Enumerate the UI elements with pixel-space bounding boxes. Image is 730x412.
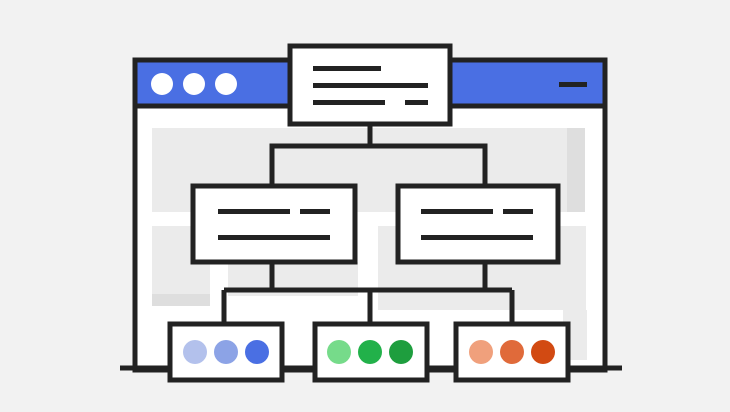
- mid-node-left: [190, 183, 358, 265]
- titlebar-dot-2: [183, 73, 205, 95]
- placeholder-scrollbar: [567, 128, 585, 212]
- text-line: [300, 209, 330, 214]
- text-line: [218, 235, 330, 240]
- text-line: [421, 209, 493, 214]
- status-dot: [358, 340, 382, 364]
- status-dot: [500, 340, 524, 364]
- placeholder-panel-dark: [152, 294, 210, 306]
- status-dot: [327, 340, 351, 364]
- text-line: [218, 209, 290, 214]
- minimize-icon: [559, 82, 587, 87]
- mid-node-card: [395, 183, 561, 265]
- leaf-node-green: [312, 321, 430, 383]
- status-dot: [389, 340, 413, 364]
- text-line: [313, 100, 385, 105]
- text-line: [405, 100, 428, 105]
- text-line: [421, 235, 533, 240]
- text-line: [503, 209, 533, 214]
- status-dot: [469, 340, 493, 364]
- mid-node-right: [395, 183, 561, 265]
- connector-root: [269, 124, 488, 186]
- tree-connectors: [221, 124, 515, 324]
- text-line: [313, 66, 381, 71]
- titlebar-dot-3: [215, 73, 237, 95]
- status-dot: [531, 340, 555, 364]
- leaf-node-orange: [453, 321, 571, 383]
- connector-leaves: [221, 290, 515, 324]
- titlebar-dot-1: [151, 73, 173, 95]
- status-dot: [183, 340, 207, 364]
- status-dot: [245, 340, 269, 364]
- status-dot: [214, 340, 238, 364]
- text-line: [313, 83, 428, 88]
- root-node: [287, 43, 453, 127]
- mid-node-card: [190, 183, 358, 265]
- leaf-node-blue: [167, 321, 285, 383]
